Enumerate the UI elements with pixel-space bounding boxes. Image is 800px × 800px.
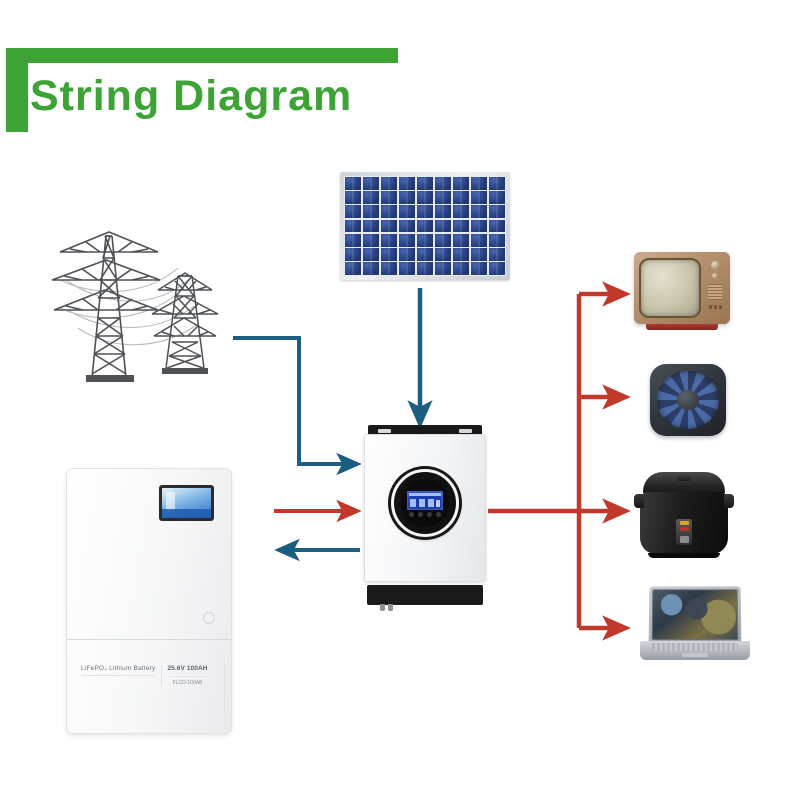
fan-hub	[676, 389, 700, 411]
laptop-keyboard[interactable]	[652, 643, 738, 651]
power-grid-towers	[48, 218, 238, 398]
inverter-chassis	[364, 434, 486, 582]
transmission-tower-icon	[51, 231, 219, 382]
inverter-button-1[interactable]	[409, 512, 414, 517]
solar-panel-cell-grid	[344, 176, 506, 276]
tower-large-base	[86, 375, 134, 382]
battery-display-bezel	[159, 485, 214, 521]
battery-enclosure: LiFePO₄ Lithium Battery 25.6V 100AH FLCD…	[66, 468, 232, 734]
inverter-top-mount-bar	[368, 425, 482, 436]
title-bracket-vertical	[6, 48, 28, 132]
tv-volume-knob-icon[interactable]	[712, 273, 718, 279]
cooker-handle-left	[634, 494, 644, 508]
inverter-button-row[interactable]	[409, 512, 441, 517]
cooker-indicator-cook	[679, 527, 689, 531]
laptop-screen	[651, 589, 739, 641]
inverter-display-bezel	[391, 469, 459, 537]
battery-chemistry-label: LiFePO₄ Lithium Battery	[81, 665, 156, 676]
tv-speaker-grille	[708, 284, 722, 300]
fan-blades	[657, 371, 719, 429]
wire-grid-to-inverter	[233, 336, 362, 476]
tv-button-row[interactable]	[708, 305, 722, 309]
tower-large	[51, 231, 161, 379]
cooker-indicator-warm	[679, 521, 689, 525]
inverter-connector-stub-2	[388, 604, 393, 611]
laptop-base	[640, 641, 750, 660]
tv-control-panel	[705, 258, 725, 318]
inverter-lcd-screen	[407, 491, 443, 510]
inverter-button-3[interactable]	[427, 512, 432, 517]
battery-spec-block: 25.6V 100AH FLCD-100AB	[161, 665, 208, 686]
tower-small	[151, 272, 219, 369]
cooker-handle-right	[724, 494, 734, 508]
load-laptop	[640, 586, 750, 662]
inverter-button-2[interactable]	[418, 512, 423, 517]
battery-label-block: LiFePO₄ Lithium Battery 25.6V 100AH FLCD…	[81, 665, 223, 686]
inverter-display-face	[401, 479, 449, 527]
battery-model-label: FLCD-100AB	[167, 676, 208, 686]
tv-screen	[639, 258, 701, 318]
battery-lcd-screen	[162, 488, 211, 518]
title-bracket-horizontal	[6, 48, 398, 63]
laptop-trackpad[interactable]	[682, 653, 708, 657]
battery-brand-logo-icon	[203, 612, 215, 624]
solar-panel-frame	[340, 172, 510, 280]
inverter-terminal-cover	[367, 585, 483, 605]
tv-base-stand	[645, 324, 719, 330]
fan-housing	[650, 364, 726, 436]
battery-panel-divider	[67, 639, 231, 640]
lithium-battery-cabinet: LiFePO₄ Lithium Battery 25.6V 100AH FLCD…	[66, 468, 232, 734]
cooker-control-panel[interactable]	[676, 519, 692, 545]
tower-small-base	[162, 368, 208, 374]
inverter-connector-stub-1	[380, 604, 385, 611]
cooker-cook-switch[interactable]	[679, 536, 689, 543]
battery-spec-label: 25.6V 100AH	[167, 665, 208, 672]
tv-button-3[interactable]	[718, 305, 722, 309]
tv-cabinet	[634, 252, 730, 324]
inverter-button-4[interactable]	[436, 512, 441, 517]
cooker-lid-knob[interactable]	[677, 472, 691, 481]
hybrid-solar-inverter	[364, 425, 486, 613]
tv-button-2[interactable]	[713, 305, 717, 309]
wire-inverter-to-loads-bus	[488, 281, 631, 641]
page-title: String Diagram	[30, 72, 353, 120]
laptop-lid	[648, 586, 742, 644]
tv-tuner-knob-icon[interactable]	[710, 261, 720, 270]
load-electric-fan	[650, 364, 726, 436]
solar-pv-panel	[340, 172, 510, 280]
load-television	[634, 252, 730, 332]
cooker-base	[648, 553, 720, 558]
load-rice-cooker	[634, 464, 734, 558]
battery-side-vent	[224, 659, 225, 713]
tv-button-1[interactable]	[708, 305, 712, 309]
